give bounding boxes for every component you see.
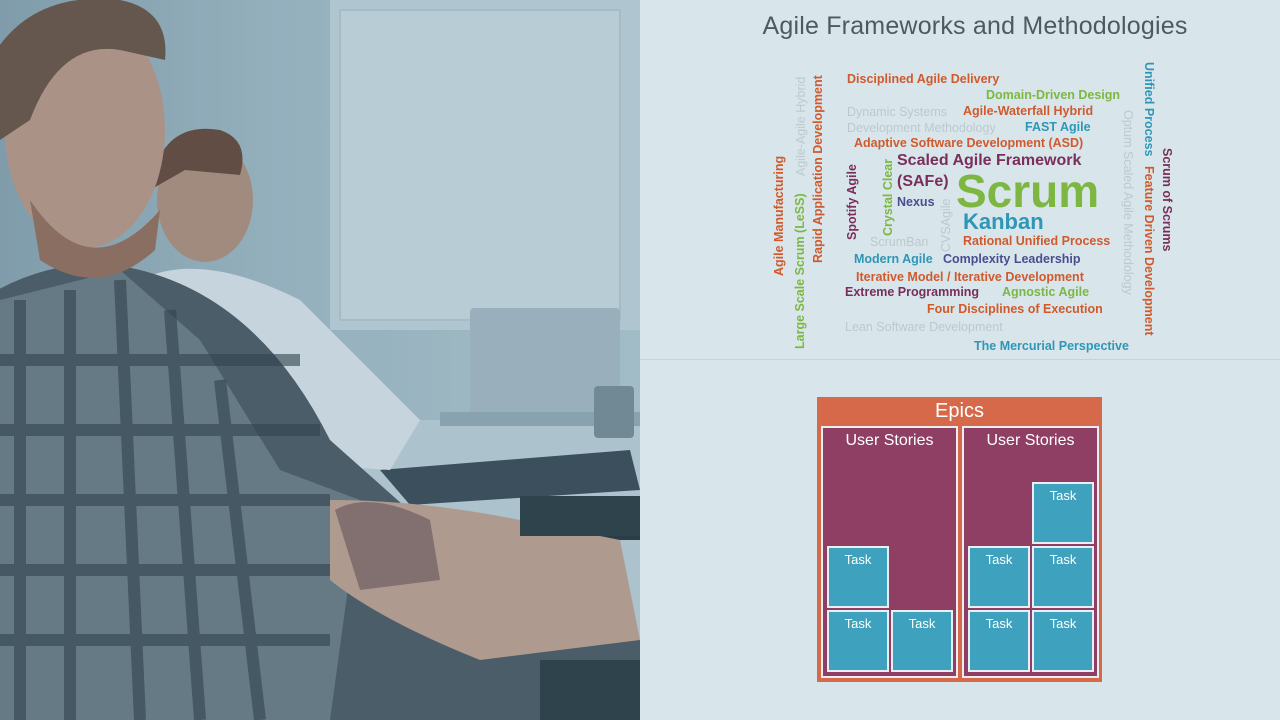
- word-optum-scaled-agile: Optum Scaled Agile Methodology: [1121, 110, 1135, 295]
- word-nexus: Nexus: [897, 195, 935, 209]
- word-feature-driven-development: Feature Driven Development: [1142, 166, 1156, 336]
- user-stories-box-2: User Stories Task Task Task Task Task: [962, 426, 1099, 678]
- word-rational-unified-process: Rational Unified Process: [963, 234, 1111, 248]
- photo-tint-overlay: [0, 0, 640, 720]
- word-spotify-agile: Spotify Agile: [845, 164, 859, 240]
- word-adaptive-software-development: Adaptive Software Development (ASD): [854, 136, 1084, 150]
- word-fast-agile: FAST Agile: [1025, 120, 1091, 134]
- word-four-disciplines: Four Disciplines of Execution: [927, 302, 1103, 316]
- task-box: Task: [891, 610, 953, 672]
- task-box: Task: [968, 546, 1030, 608]
- task-box: Task: [1032, 482, 1094, 544]
- word-dynamic-systems: Dynamic Systems: [847, 105, 948, 119]
- word-agile-agile-hybrid: Agile-Agile Hybrid: [794, 76, 808, 176]
- task-box: Task: [827, 610, 889, 672]
- word-agile-waterfall-hybrid: Agile-Waterfall Hybrid: [963, 104, 1094, 118]
- word-large-scale-scrum: Large Scale Scrum (LeSS): [793, 193, 807, 349]
- word-complexity-leadership: Complexity Leadership: [943, 252, 1081, 266]
- word-rapid-application-development: Rapid Application Development: [811, 75, 825, 263]
- user-stories-box-1: User Stories Task Task Task: [821, 426, 958, 678]
- user-stories-label: User Stories: [845, 432, 934, 449]
- task-box: Task: [827, 546, 889, 608]
- word-mercurial-perspective: The Mercurial Perspective: [974, 339, 1129, 353]
- word-scrumban: ScrumBan: [870, 235, 929, 249]
- photo-illustration: [0, 0, 640, 720]
- word-agnostic-agile: Agnostic Agile: [1002, 285, 1090, 299]
- word-cvsagile: CVSAgile: [939, 198, 953, 253]
- word-scrum: Scrum: [956, 165, 1100, 217]
- office-workers-photo: [0, 0, 640, 720]
- user-stories-label: User Stories: [986, 432, 1075, 449]
- word-scaled-agile-framework: Scaled Agile Framework: [897, 152, 1082, 169]
- word-iterative-model: Iterative Model / Iterative Development: [856, 270, 1084, 284]
- task-box: Task: [1032, 610, 1094, 672]
- word-domain-driven-design: Domain-Driven Design: [986, 88, 1121, 102]
- slide-title: Agile Frameworks and Methodologies: [762, 12, 1188, 40]
- word-development-methodology: Development Methodology: [847, 121, 996, 135]
- word-safe: (SAFe): [897, 173, 949, 190]
- word-unified-process: Unified Process: [1142, 62, 1156, 157]
- word-crystal-clear: Crystal Clear: [881, 158, 895, 236]
- word-agile-manufacturing: Agile Manufacturing: [772, 155, 786, 276]
- methodology-word-cloud: Disciplined Agile Delivery Domain-Driven…: [640, 0, 1280, 360]
- word-modern-agile: Modern Agile: [854, 252, 933, 266]
- task-box: Task: [1032, 546, 1094, 608]
- word-scrum-of-scrums: Scrum of Scrums: [1160, 148, 1174, 252]
- epics-label: Epics: [935, 400, 984, 422]
- word-disciplined-agile-delivery: Disciplined Agile Delivery: [847, 72, 1000, 86]
- slide-divider: [640, 359, 1280, 360]
- word-lean-software-development: Lean Software Development: [845, 320, 1003, 334]
- word-kanban: Kanban: [963, 209, 1044, 234]
- epics-box: Epics User Stories Task Task Task User S…: [817, 397, 1102, 682]
- word-extreme-programming: Extreme Programming: [845, 285, 980, 299]
- slide-panel: Agile Frameworks and Methodologies Disci…: [640, 0, 1280, 720]
- task-box: Task: [968, 610, 1030, 672]
